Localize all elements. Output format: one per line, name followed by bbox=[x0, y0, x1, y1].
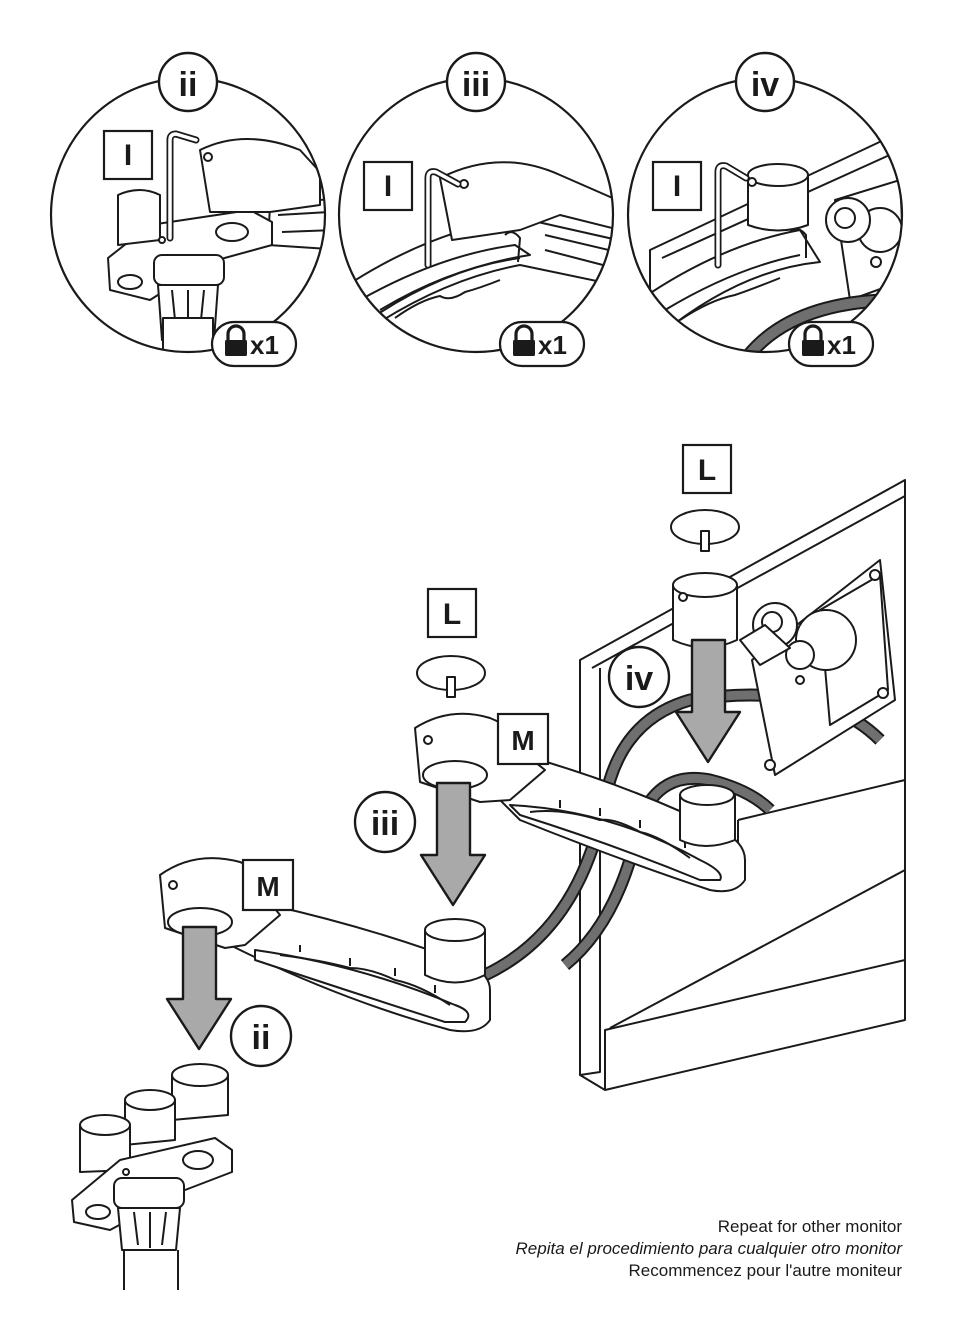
step-label-main-iii: iii bbox=[371, 805, 399, 843]
step-label-iv: iv bbox=[751, 66, 779, 104]
base-hub bbox=[71, 1063, 233, 1290]
tool-label-ii: I bbox=[124, 139, 132, 172]
arm-label-upper: M bbox=[511, 725, 534, 756]
step-label-iii: iii bbox=[462, 66, 490, 104]
vesa-bracket bbox=[751, 559, 896, 776]
repeat-caption: Repeat for other monitor Repita el proce… bbox=[516, 1216, 902, 1282]
detail-ii: ii I x1 bbox=[49, 51, 327, 368]
top-pivot bbox=[672, 572, 798, 666]
arrow-iii bbox=[419, 781, 487, 907]
main-assembly bbox=[71, 479, 906, 1290]
caption-spanish: Repita el procedimiento para cualquier o… bbox=[515, 1239, 902, 1258]
lock-qty-ii: x1 bbox=[250, 330, 279, 360]
lock-qty-iii: x1 bbox=[538, 330, 567, 360]
cap-label-upper: L bbox=[698, 454, 716, 487]
cap-label-lower: L bbox=[443, 598, 461, 631]
lock-qty-iv: x1 bbox=[827, 330, 856, 360]
detail-iv: iv I x1 bbox=[626, 51, 904, 368]
caption-english: Repeat for other monitor bbox=[717, 1217, 902, 1236]
tool-label-iii: I bbox=[384, 170, 392, 203]
step-label-main-iv: iv bbox=[625, 660, 653, 698]
cap-upper bbox=[670, 509, 740, 552]
detail-iii: iii I x1 bbox=[337, 51, 615, 368]
tool-label-iv: I bbox=[673, 170, 681, 203]
arrow-ii bbox=[165, 925, 233, 1051]
caption-french: Recommencez pour l'autre moniteur bbox=[628, 1261, 902, 1280]
cap-lower bbox=[416, 655, 486, 698]
arm-label-lower: M bbox=[256, 871, 279, 902]
step-label-ii: ii bbox=[179, 66, 198, 104]
arrow-iv bbox=[674, 638, 742, 764]
step-label-main-ii: ii bbox=[252, 1019, 271, 1057]
